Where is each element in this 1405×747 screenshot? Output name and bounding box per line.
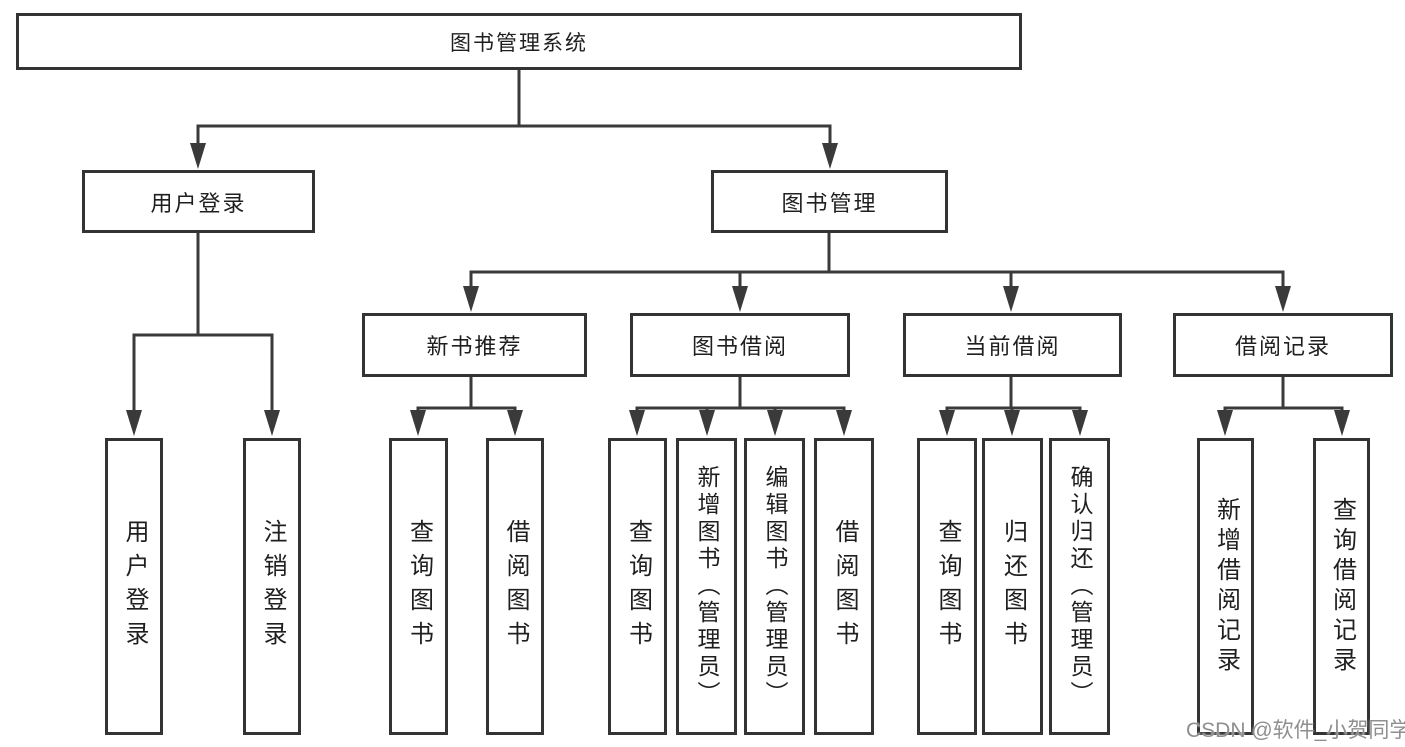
node-label: 注销登录	[259, 518, 286, 655]
node-label: 查询图书	[934, 518, 961, 655]
arrowhead-icon	[767, 410, 783, 436]
leaf-logout: 注销登录	[243, 438, 301, 735]
arrowhead-icon	[126, 410, 142, 436]
connector-root-to-level2	[196, 70, 832, 146]
node-current-borrowing: 当前借阅	[903, 313, 1122, 377]
connector-book-management-to-level3	[469, 233, 1285, 288]
csdn-watermark: CSDN @软件_小贺同学	[1186, 719, 1405, 742]
leaf-edit-book-admin: 编辑图书（管理员）	[744, 438, 805, 735]
node-borrowing-records: 借阅记录	[1173, 313, 1393, 377]
node-library-management-system: 图书管理系统	[16, 13, 1022, 70]
arrowhead-icon	[1004, 410, 1020, 436]
arrowhead-icon	[939, 410, 955, 436]
node-label: 图书管理系统	[450, 31, 588, 55]
leaf-add-book-admin: 新增图书（管理员）	[676, 438, 737, 735]
arrowhead-icon	[1275, 286, 1291, 312]
node-book-borrowing: 图书借阅	[630, 313, 850, 377]
leaf-return-book: 归还图书	[982, 438, 1043, 735]
arrowhead-icon	[629, 410, 645, 436]
leaf-add-borrow-record: 新增借阅记录	[1197, 438, 1254, 735]
node-label: 图书管理	[781, 190, 878, 216]
arrowhead-icon	[822, 143, 838, 169]
node-label: 借阅图书	[502, 518, 529, 655]
arrowhead-icon	[699, 410, 715, 436]
leaf-borrow-book: 借阅图书	[814, 438, 874, 735]
arrowhead-icon	[1003, 286, 1019, 312]
node-label: 借阅图书	[831, 518, 858, 655]
arrowhead-icon	[1217, 410, 1233, 436]
node-label: 图书借阅	[691, 334, 788, 359]
node-label: 新增图书（管理员）	[694, 465, 720, 708]
node-label: 新书推荐	[426, 334, 523, 359]
node-label: 用户登录	[150, 190, 247, 216]
leaf-confirm-return-admin: 确认归还（管理员）	[1049, 438, 1110, 735]
arrowhead-icon	[507, 410, 523, 436]
connector-current-borrowing-to-leaves	[945, 377, 1082, 413]
leaf-query-book-recommend: 查询图书	[389, 438, 448, 735]
connector-user-login-to-leaves	[132, 233, 274, 412]
leaf-query-book-borrowing: 查询图书	[608, 438, 667, 735]
node-user-login: 用户登录	[82, 170, 315, 233]
node-book-management: 图书管理	[711, 170, 948, 233]
node-label: 查询借阅记录	[1328, 496, 1356, 677]
leaf-query-borrow-record: 查询借阅记录	[1313, 438, 1370, 735]
node-label: 查询图书	[624, 518, 652, 655]
node-new-book-recommend: 新书推荐	[362, 313, 587, 377]
node-label: 确认归还（管理员）	[1067, 465, 1093, 708]
node-label: 归还图书	[999, 518, 1027, 655]
arrowhead-icon	[463, 286, 479, 312]
connector-borrowing-records-to-leaves	[1223, 377, 1344, 413]
connector-book-borrowing-to-leaves	[635, 377, 846, 413]
leaf-user-login: 用户登录	[105, 438, 163, 735]
leaf-query-book-current: 查询图书	[917, 438, 977, 735]
node-label: 新增借阅记录	[1212, 496, 1240, 677]
arrowhead-icon	[1072, 410, 1088, 436]
arrowhead-icon	[190, 143, 206, 169]
arrowhead-icon	[1334, 410, 1350, 436]
node-label: 当前借阅	[964, 334, 1061, 359]
node-label: 查询图书	[405, 518, 433, 655]
arrowhead-icon	[836, 410, 852, 436]
connector-new-book-recommend-to-leaves	[416, 377, 517, 413]
node-label: 用户登录	[121, 518, 148, 655]
arrowhead-icon	[732, 286, 748, 312]
node-label: 借阅记录	[1234, 334, 1331, 359]
leaf-borrow-book-recommend: 借阅图书	[486, 438, 544, 735]
node-label: 编辑图书（管理员）	[762, 465, 788, 708]
arrowhead-icon	[264, 410, 280, 436]
arrowhead-icon	[410, 410, 426, 436]
